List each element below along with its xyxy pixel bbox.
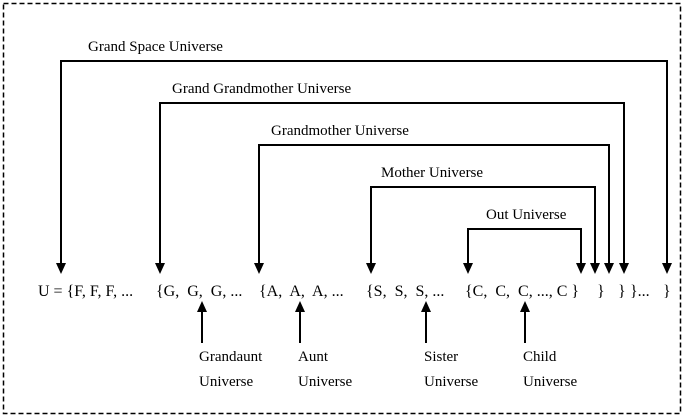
arrowhead-icon: [197, 301, 207, 312]
grandmother-bracket: [258, 144, 610, 268]
formula-g-group: {G, G, G, ...: [156, 283, 243, 300]
formula-f-group: U = {F, F, F, ...: [38, 283, 134, 300]
child-universe-label: Child Universe: [523, 345, 577, 395]
out-universe-label: Out Universe: [486, 207, 567, 223]
grand-grandmother-bracket: [159, 102, 625, 268]
mother-line: [370, 186, 596, 268]
grandaunt-label-line2: Universe: [199, 374, 254, 390]
arrowhead-icon: [520, 301, 530, 312]
aunt-label-line2: Universe: [298, 374, 353, 390]
mother-bracket: [370, 186, 596, 268]
arrowhead-icon: [366, 263, 376, 274]
arrowhead-icon: [619, 263, 629, 274]
mother-universe-label: Mother Universe: [381, 165, 484, 181]
grand-space-universe-label: Grand Space Universe: [88, 39, 223, 55]
arrowhead-icon: [254, 263, 264, 274]
out-line: [467, 228, 582, 268]
grand-space-bracket: [60, 60, 668, 268]
arrowhead-icon: [295, 301, 305, 312]
formula-close-1: }: [597, 283, 605, 300]
formula-s-group: {S, S, S, ...: [366, 283, 445, 300]
arrowhead-icon: [662, 263, 672, 274]
sister-universe-label: Sister Universe: [424, 345, 478, 395]
out-bracket: [467, 228, 582, 268]
sister-label-line2: Universe: [424, 374, 479, 390]
child-label-line1: Child: [523, 349, 557, 365]
arrowhead-icon: [421, 301, 431, 312]
aunt-universe-label: Aunt Universe: [298, 345, 352, 395]
arrowhead-icon: [56, 263, 66, 274]
child-label-line2: Universe: [523, 374, 578, 390]
aunt-label-line1: Aunt: [298, 349, 328, 365]
grand-grandmother-universe-label: Grand Grandmother Universe: [172, 81, 352, 97]
formula-close-3: }...: [630, 283, 650, 300]
grand-space-line: [60, 60, 668, 268]
grandaunt-universe-label: Grandaunt Universe: [199, 345, 262, 395]
formula-close-4: }: [663, 283, 671, 300]
grandmother-line: [258, 144, 610, 268]
grandmother-universe-label: Grandmother Universe: [271, 123, 409, 139]
up-arrows: [197, 301, 530, 343]
grand-grandmother-line: [159, 102, 625, 268]
formula-close-2: }: [618, 283, 626, 300]
arrowhead-icon: [576, 263, 586, 274]
sister-label-line1: Sister: [424, 349, 459, 365]
formula-c-group: {C, C, C, ..., C }: [465, 283, 580, 300]
arrowhead-icon: [463, 263, 473, 274]
grandaunt-label-line1: Grandaunt: [199, 349, 263, 365]
down-arrowheads: [56, 263, 672, 274]
formula-a-group: {A, A, A, ...: [259, 283, 344, 300]
arrowhead-icon: [590, 263, 600, 274]
arrowhead-icon: [155, 263, 165, 274]
arrowhead-icon: [604, 263, 614, 274]
